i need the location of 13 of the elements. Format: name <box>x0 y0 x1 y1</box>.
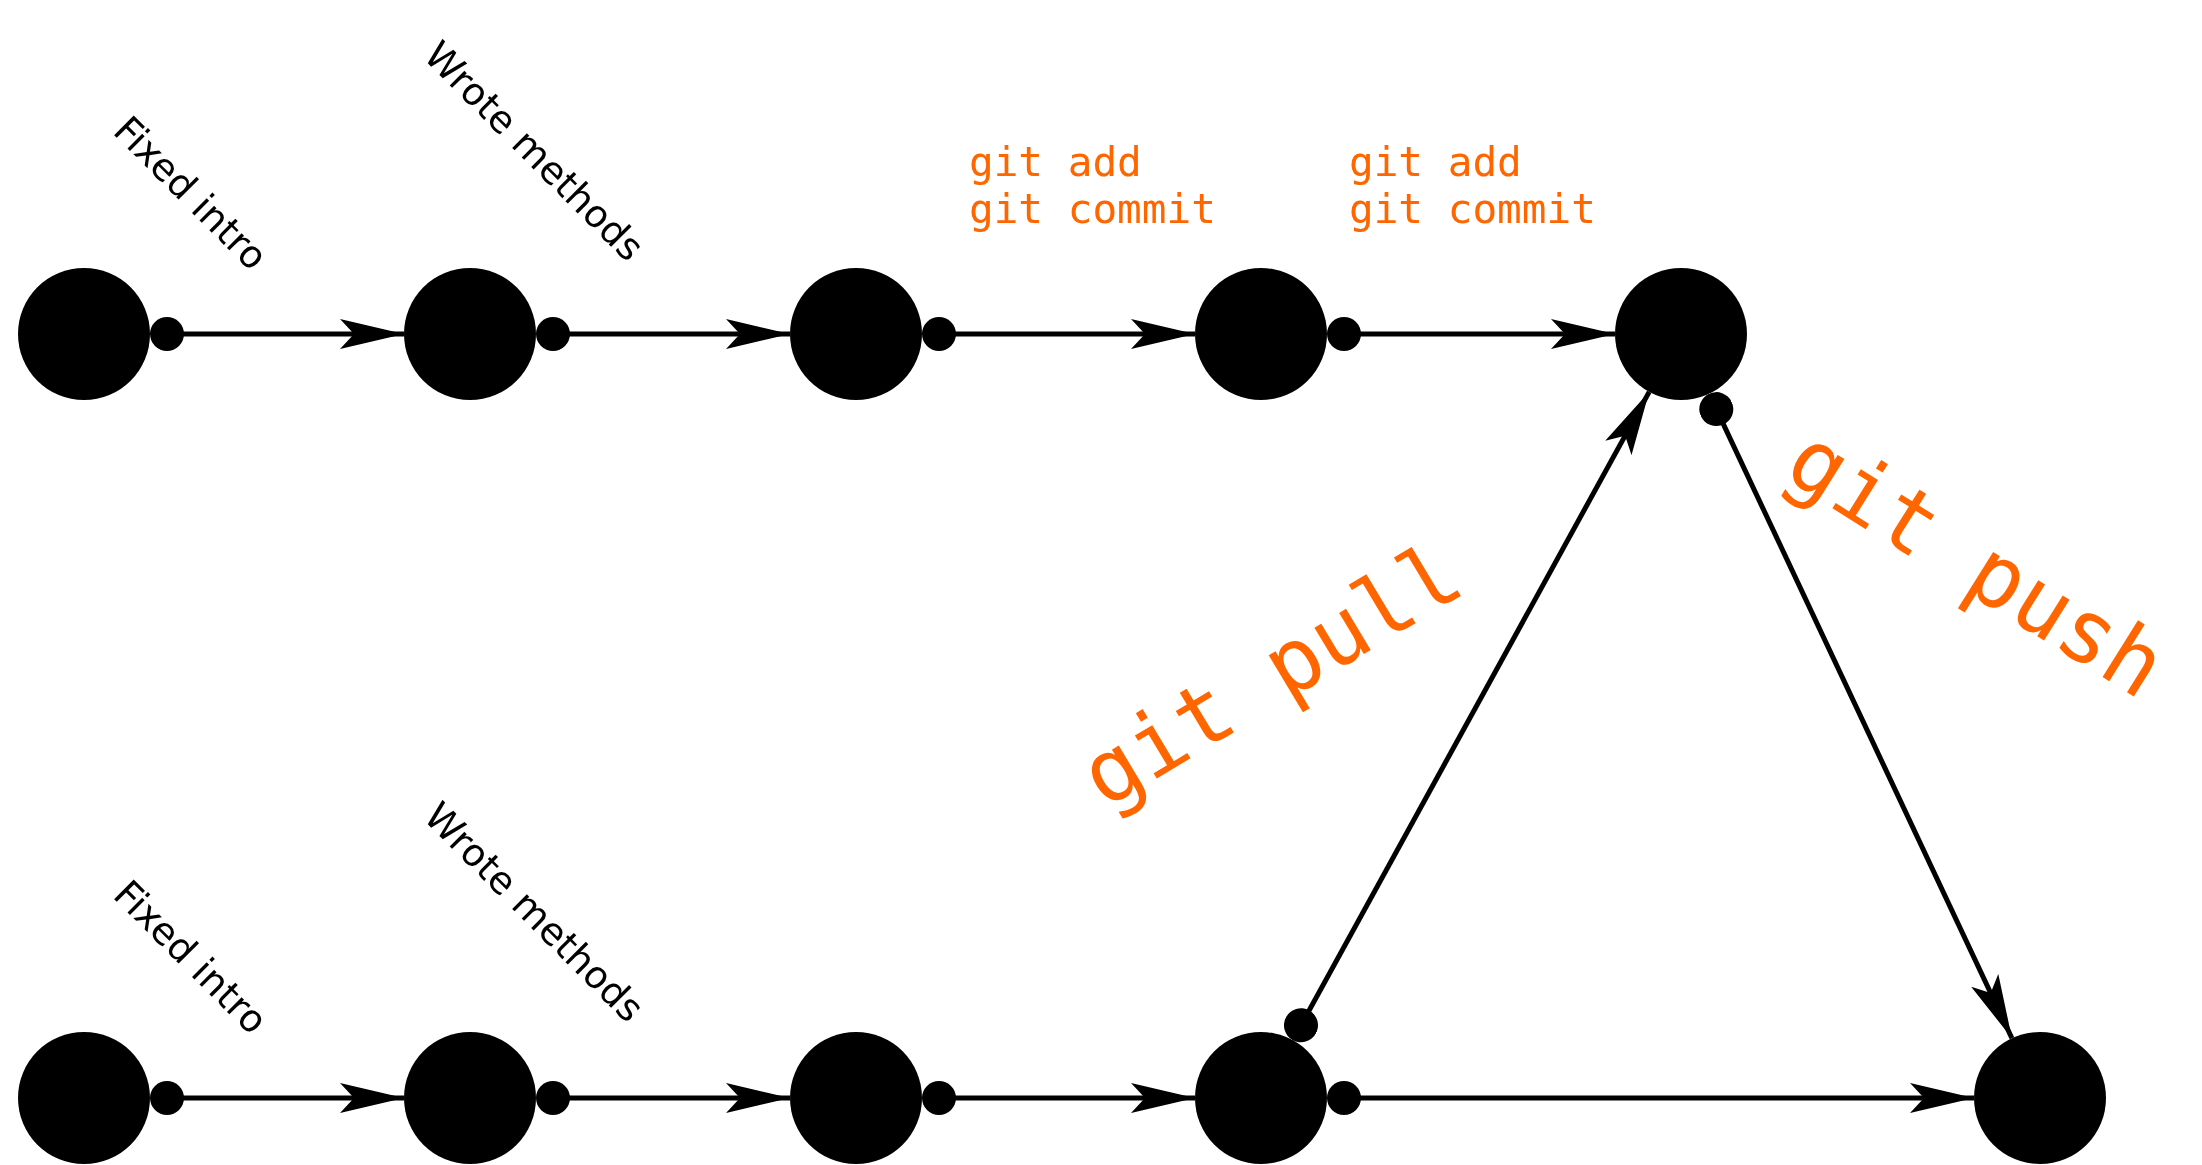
arrow <box>922 317 1195 351</box>
arrow <box>1327 317 1615 351</box>
edge-label: git add git commit <box>969 139 1217 234</box>
arrow <box>536 317 790 351</box>
arrow <box>1699 392 2015 1040</box>
arrow <box>1327 1081 1974 1115</box>
arrow <box>150 1081 404 1115</box>
arrow <box>536 1081 790 1115</box>
edge-label: git add git commit <box>1349 139 1597 234</box>
arrow <box>922 1081 1195 1115</box>
arrow <box>150 317 404 351</box>
edge-label: git push <box>1770 406 2184 718</box>
arrow <box>1284 390 1652 1043</box>
